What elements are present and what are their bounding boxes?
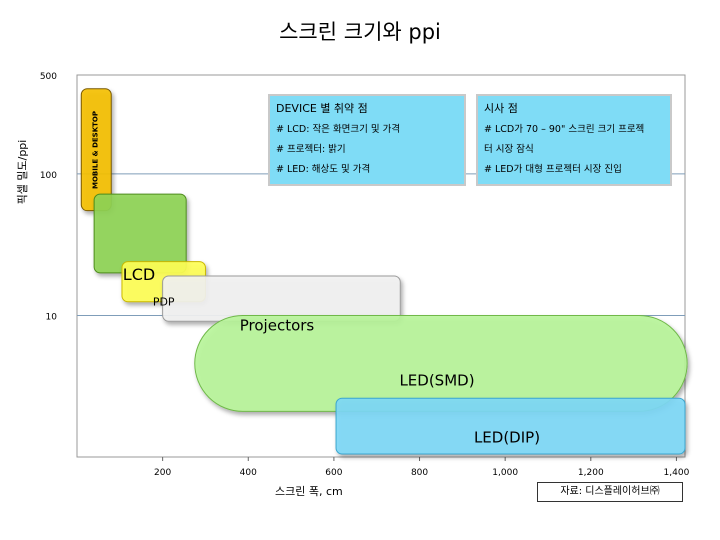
y-tick-label: 10: [46, 312, 58, 322]
note-weak-points: DEVICE 별 취약 점 # LCD: 작은 화면크기 및 가격 # 프로젝터…: [268, 94, 466, 186]
region-projectors: [162, 275, 401, 322]
chart-title: 스크린 크기와 ppi: [279, 20, 441, 44]
y-tick-label: 500: [40, 72, 57, 82]
note-weak-points-line: # LCD: 작은 화면크기 및 가격: [276, 124, 401, 135]
region-label: PDP: [152, 295, 175, 309]
y-tick-label: 100: [40, 171, 57, 181]
region-label: Projectors: [239, 316, 315, 335]
region-label: LED(SMD): [399, 371, 475, 390]
region-led-dip-: [335, 397, 686, 455]
note-weak-points-line: # 프로젝터: 밝기: [276, 144, 346, 155]
x-tick-label: 1,000: [492, 468, 518, 478]
note-weak-points-title: DEVICE 별 취약 점: [276, 102, 368, 115]
note-implications-line: 터 시장 잠식: [484, 144, 534, 155]
x-tick-label: 1,200: [578, 468, 604, 478]
region-label: LED(DIP): [473, 428, 541, 447]
note-weak-points-line: # LED: 해상도 및 가격: [276, 164, 371, 175]
x-axis-label: 스크린 폭, cm: [275, 485, 343, 498]
note-implications: 시사 점 # LCD가 70 – 90" 스크린 크기 프로젝 터 시장 잠식 …: [476, 94, 672, 186]
x-tick-label: 200: [154, 468, 171, 478]
x-tick-label: 400: [240, 468, 257, 478]
region-label: LCD: [122, 265, 156, 284]
y-axis-label: 픽셀 밀도/ppi: [16, 139, 29, 205]
x-tick-label: 1,400: [664, 468, 690, 478]
region-lcd: [93, 193, 187, 274]
x-tick-label: 600: [325, 468, 342, 478]
x-tick-label: 800: [411, 468, 428, 478]
region-label: MOBILE & DESKTOP: [91, 110, 100, 189]
note-implications-title: 시사 점: [484, 102, 518, 115]
source-note: 자료: 디스플레이허브㈜: [537, 482, 683, 502]
note-implications-line: # LCD가 70 – 90" 스크린 크기 프로젝: [484, 124, 645, 135]
note-implications-line: # LED가 대형 프로젝터 시장 진입: [484, 164, 622, 175]
